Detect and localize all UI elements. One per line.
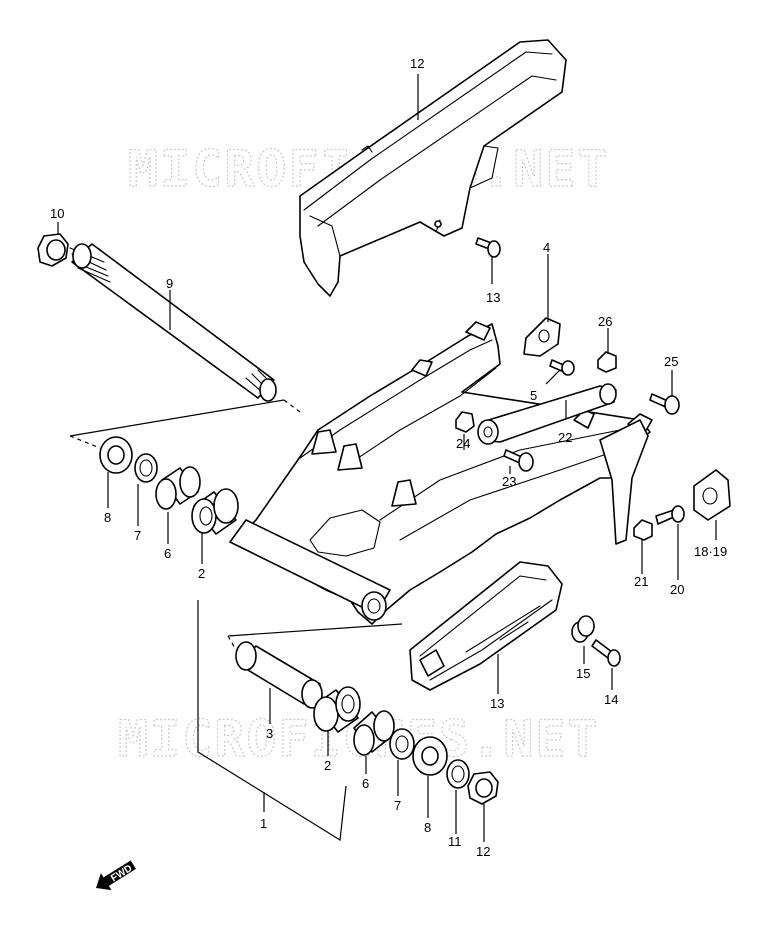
callout-4: 4 (543, 240, 550, 255)
spacer-right[interactable] (353, 710, 395, 756)
callout-13: 13 (490, 696, 504, 711)
pivot-nut[interactable] (467, 771, 499, 805)
callout-7a: 7 (134, 528, 141, 543)
leader-lines (57, 74, 717, 842)
torque-link-bolt-rear[interactable] (649, 393, 680, 415)
callout-8b: 8 (424, 820, 431, 835)
callout-25: 25 (664, 354, 678, 369)
callout-14: 14 (604, 692, 618, 707)
chain-case-bolt[interactable] (475, 237, 501, 258)
adjuster-bolt[interactable] (655, 505, 685, 525)
callout-11: 11 (448, 834, 462, 849)
bracket-screw[interactable] (549, 359, 575, 376)
callout-26: 26 (598, 314, 612, 329)
callout-3: 3 (266, 726, 273, 741)
callout-9: 9 (166, 276, 173, 291)
callout-23: 23 (502, 474, 516, 489)
spacer-left[interactable] (155, 466, 201, 510)
chain-case[interactable] (299, 39, 567, 297)
callout-17: 13 (486, 290, 500, 305)
callout-21: 21 (634, 574, 648, 589)
washer-outer[interactable] (446, 759, 470, 789)
swingarm[interactable] (229, 321, 653, 625)
bearing-left[interactable] (191, 488, 239, 535)
callout-24: 24 (456, 436, 470, 451)
callout-1: 1 (260, 816, 267, 831)
callout-22: 22 (558, 430, 572, 445)
bearing-right[interactable] (313, 686, 361, 733)
callout-2b: 2 (324, 758, 331, 773)
callout-18-19: 18·19 (694, 544, 727, 559)
callout-12: 12 (476, 844, 490, 859)
torque-link-bolt-front[interactable] (503, 449, 534, 472)
torque-link[interactable] (477, 383, 617, 445)
callout-7b: 7 (394, 798, 401, 813)
pivot-collar[interactable] (235, 641, 323, 709)
dust-seal-left[interactable] (99, 436, 133, 474)
chain-adjuster[interactable] (693, 469, 731, 521)
axle-nut-left[interactable] (37, 233, 69, 267)
brake-hose-bracket[interactable] (523, 317, 561, 357)
callout-16: 12 (410, 56, 424, 71)
chain-guide[interactable] (409, 561, 563, 691)
callout-20: 20 (670, 582, 684, 597)
torque-link-nut-front[interactable] (455, 411, 475, 433)
callout-6b: 6 (362, 776, 369, 791)
callout-2a: 2 (198, 566, 205, 581)
pivot-shaft[interactable] (69, 243, 277, 402)
dust-seal-right[interactable] (412, 736, 448, 776)
guide-bolt[interactable] (591, 639, 621, 667)
forward-arrow-icon: FWD (96, 860, 136, 891)
callout-15: 15 (576, 666, 590, 681)
callout-5: 5 (530, 388, 537, 403)
washer-right[interactable] (389, 728, 415, 760)
callout-labels: 12 10 9 13 4 5 26 25 22 24 23 18·19 21 2… (50, 56, 727, 859)
guide-spacer[interactable] (571, 615, 595, 643)
callout-10: 10 (50, 206, 64, 221)
adjuster-nut[interactable] (633, 519, 653, 541)
torque-link-nut-upper[interactable] (597, 351, 617, 373)
washer-left[interactable] (134, 453, 158, 483)
callout-8a: 8 (104, 510, 111, 525)
callout-6a: 6 (164, 546, 171, 561)
